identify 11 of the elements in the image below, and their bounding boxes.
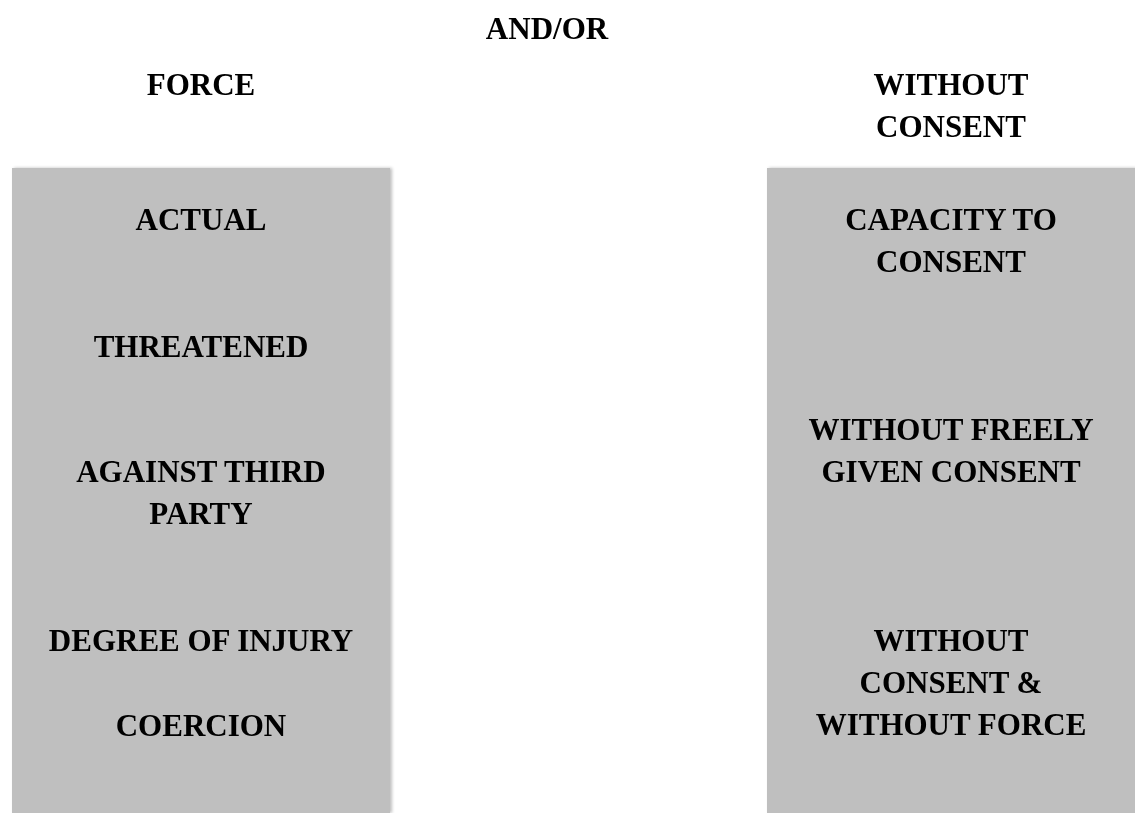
column-heading: WITHOUT CONSENT (872, 66, 1030, 146)
list-item: WITHOUT FREELY GIVEN CONSENT (807, 411, 1095, 491)
diagram-title: AND/OR (484, 10, 610, 48)
list-item: COERCION (114, 707, 288, 745)
list-item: AGAINST THIRD PARTY (75, 453, 327, 533)
list-item: ACTUAL (134, 201, 268, 239)
column-heading: FORCE (145, 66, 257, 104)
list-item: WITHOUT CONSENT & WITHOUT FORCE (814, 622, 1088, 744)
list-item: CAPACITY TO CONSENT (844, 201, 1058, 281)
list-item: DEGREE OF INJURY (47, 622, 355, 660)
list-item: THREATENED (92, 328, 310, 366)
